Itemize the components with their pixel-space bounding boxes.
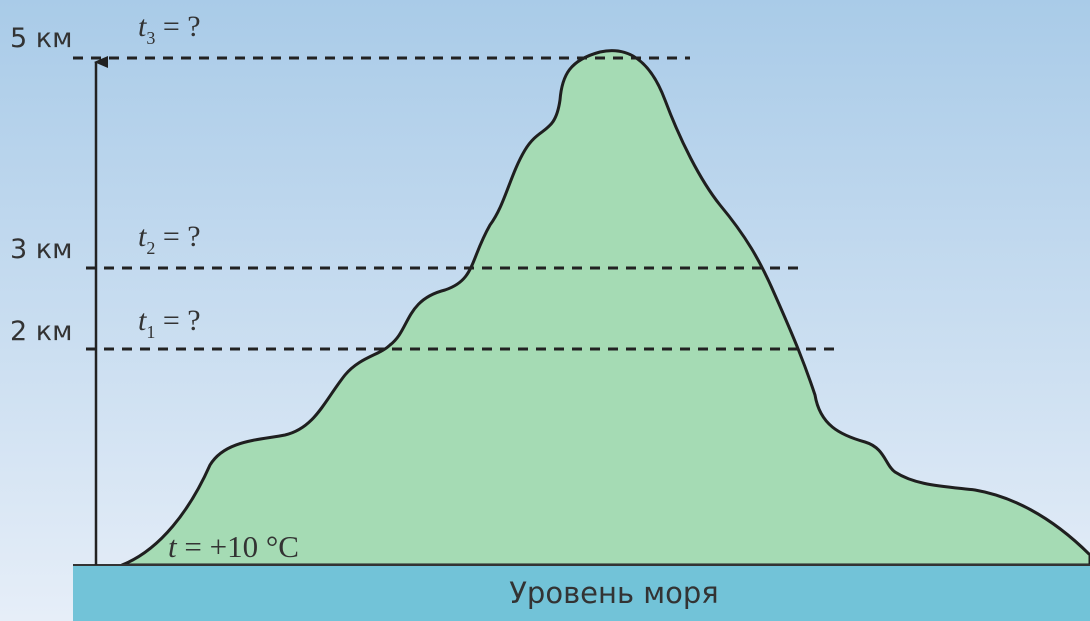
- sea-level-label: Уровень моря: [509, 576, 719, 610]
- altitude-label-2km: 2 км: [10, 316, 72, 347]
- temp-label-t3: t3 = ?: [138, 10, 201, 48]
- base-temperature-label: t = +10 °C: [168, 529, 299, 564]
- temp-label-t2: t2 = ?: [138, 220, 201, 258]
- temp-label-t1: t1 = ?: [138, 304, 201, 342]
- sea-level-band: [73, 565, 1090, 621]
- altitude-label-3km: 3 км: [10, 234, 72, 265]
- altitude-label-5km: 5 км: [10, 23, 72, 54]
- mountain: [120, 49, 1090, 567]
